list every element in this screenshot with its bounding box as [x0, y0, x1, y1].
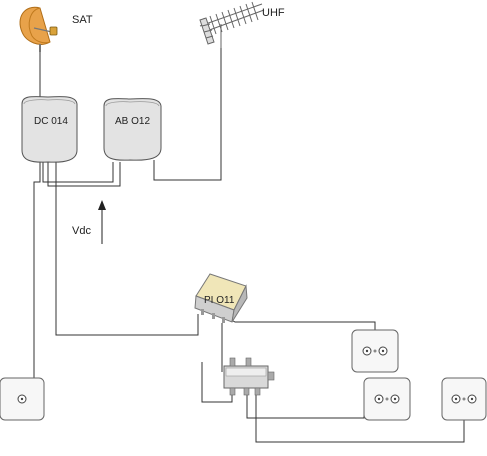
uhf-label: UHF [262, 7, 285, 19]
wire-splitter-to-outlet-right [255, 392, 465, 443]
pi-o11-label: PI O11 [204, 295, 235, 306]
sat-label: SAT [72, 14, 93, 26]
wire-splitter-left [201, 362, 233, 403]
splitter-unit [223, 357, 275, 396]
pi-o11-unit: PI O11 [194, 273, 248, 323]
wire-dc-to-pi [55, 162, 199, 336]
wire-dc-to-outlet-left [33, 162, 41, 378]
wire-uhf-to-ab [153, 48, 222, 181]
wall-outlet-right [441, 377, 487, 421]
ab-o12-label: AB O12 [115, 116, 150, 127]
vdc-arrow [98, 200, 106, 244]
wall-outlet-left [0, 377, 45, 421]
wire-dc-to-ab [42, 162, 114, 183]
wall-outlet-top-right [351, 329, 399, 373]
uhf-antenna-icon [199, 1, 265, 48]
wire-splitter-to-outlet-mid [246, 392, 365, 419]
dc-014-unit: DC 014 [21, 96, 78, 163]
vdc-label: Vdc [72, 225, 91, 237]
wire-pi-to-outlet-top [227, 317, 376, 330]
dc-014-label: DC 014 [34, 116, 68, 127]
satellite-dish-icon [19, 6, 58, 52]
ab-o12-unit: AB O12 [103, 98, 162, 161]
wire-dc-ab-link [47, 162, 121, 187]
wall-outlet-mid [363, 377, 411, 421]
